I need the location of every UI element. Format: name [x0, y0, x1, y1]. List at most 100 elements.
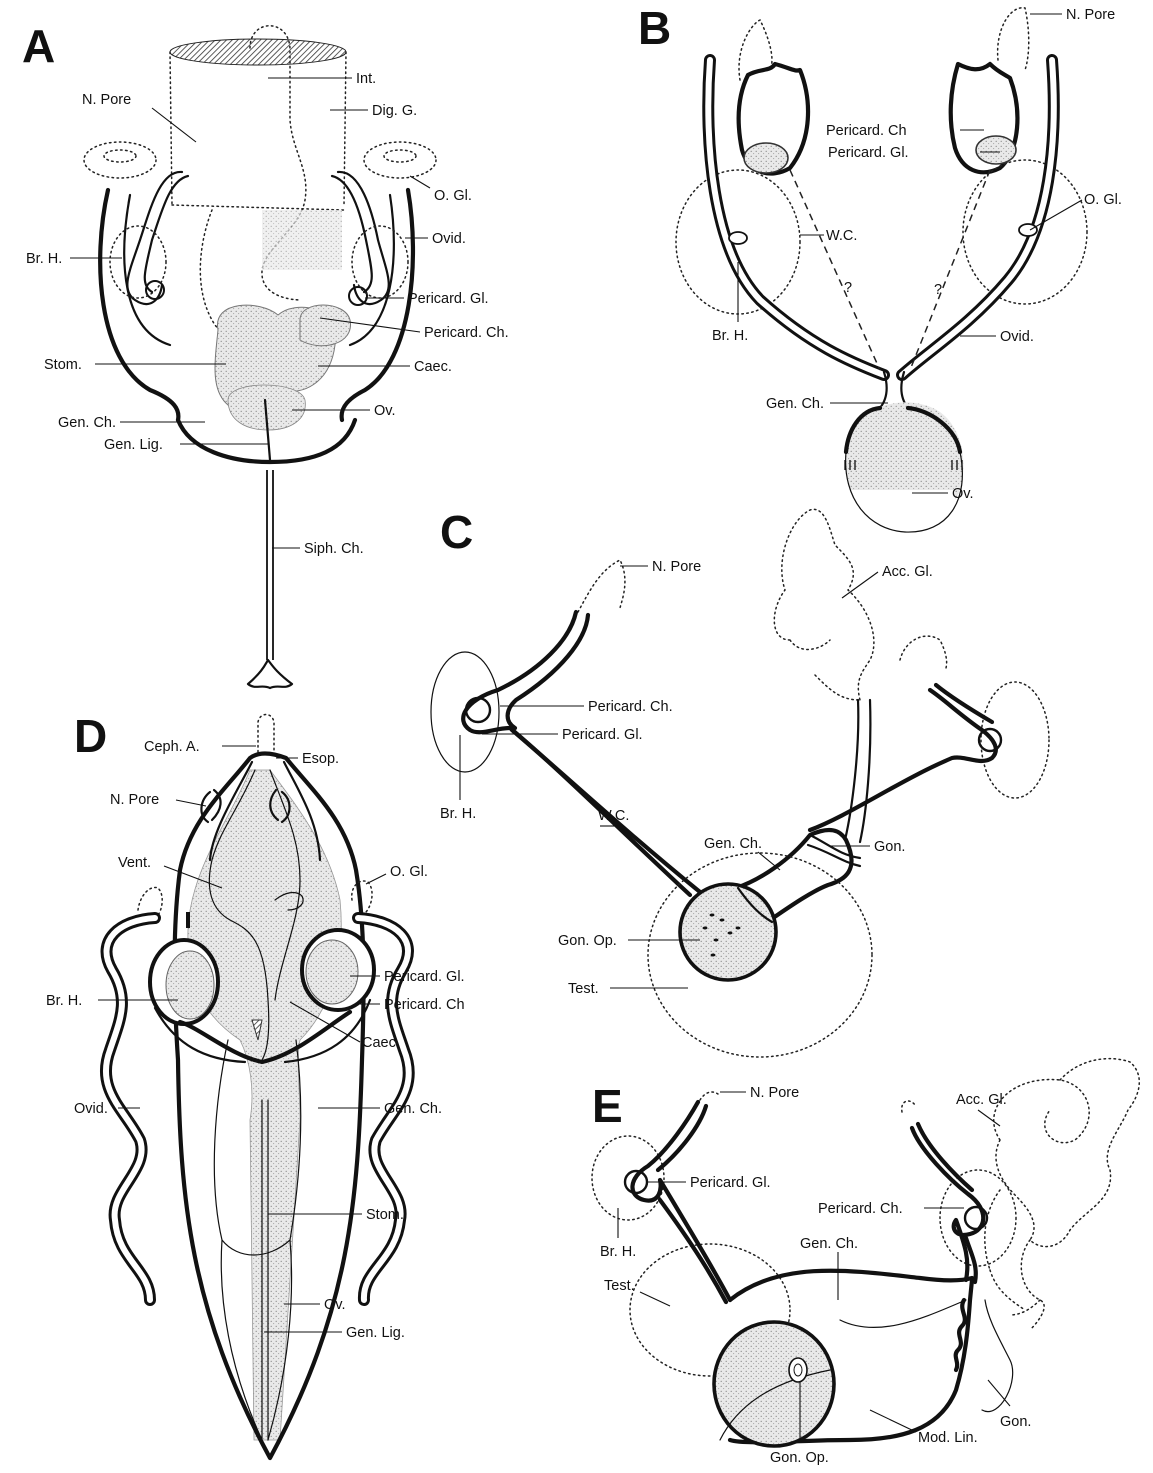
label-a-ovid: Ovid.: [432, 231, 466, 247]
br-h-e: [592, 1136, 664, 1220]
label-d-npore: N. Pore: [110, 792, 159, 808]
mod-lin-line-e: [840, 1300, 966, 1327]
acc-gl-c-2: [900, 636, 947, 668]
label-d-ceph: Ceph. A.: [144, 739, 200, 755]
panel-b-letter: B: [638, 2, 671, 54]
o-gl-left-b: [729, 232, 747, 244]
panel-d: D: [46, 710, 465, 1458]
wc-right-outer-c: [810, 690, 996, 830]
leader-e-gon: [988, 1380, 1010, 1406]
label-b-q1: ?: [844, 280, 852, 296]
label-e-brh: Br. H.: [600, 1244, 636, 1260]
label-a-digg: Dig. G.: [372, 103, 417, 119]
ovid-loop-left-inner: [145, 176, 188, 292]
wc-left-outer-c: [463, 612, 690, 895]
siph-ch-foot: [248, 660, 292, 688]
pericard-gl-left-d: [166, 951, 214, 1019]
br-h-e-right: [940, 1170, 1016, 1266]
label-d-brh: Br. H.: [46, 993, 82, 1009]
ovid-right-b: [902, 60, 1054, 375]
leader-e-accgl: [978, 1110, 1000, 1126]
label-c-brh: Br. H.: [440, 806, 476, 822]
siph-ch: [267, 470, 273, 660]
label-b-npore: N. Pore: [1066, 7, 1115, 23]
gon-op-e: [789, 1358, 807, 1382]
panel-c: C: [431, 506, 1049, 1057]
pericard-gl-left-c: [466, 698, 490, 722]
label-d-stom: Stom.: [366, 1207, 404, 1223]
label-c-genCh: Gen. Ch.: [704, 836, 762, 852]
ovid-loop-right: [338, 172, 389, 304]
wc-left-inner-c: [508, 615, 700, 892]
gonad-c: [680, 884, 776, 980]
label-b-ov: Ov.: [952, 486, 973, 502]
label-c-gonop: Gon. Op.: [558, 933, 617, 949]
label-b-ovid: Ovid.: [1000, 329, 1034, 345]
pericard-gl-right-b: [976, 136, 1016, 164]
label-c-pch: Pericard. Ch.: [588, 699, 673, 715]
panel-b: B: [638, 2, 1122, 532]
pericard-gl-right-d: [306, 940, 358, 1004]
label-a-brh: Br. H.: [26, 251, 62, 267]
label-a-caec: Caec.: [414, 359, 452, 375]
label-e-accgl: Acc. Gl.: [956, 1092, 1007, 1108]
panel-d-letter: D: [74, 710, 107, 762]
label-b-brh: Br. H.: [712, 328, 748, 344]
label-e-pch: Pericard. Ch.: [818, 1201, 903, 1217]
dig-gland-outline: [170, 52, 346, 210]
label-a-stom: Stom.: [44, 357, 82, 373]
leader-e-test: [640, 1292, 670, 1306]
pericard-ch-a: [300, 305, 350, 346]
br-h-left-a: [110, 226, 166, 298]
pericard-gl-left-b: [744, 143, 788, 173]
label-c-gon: Gon.: [874, 839, 905, 855]
label-e-test: Test.: [604, 1278, 635, 1294]
label-a-ov: Ov.: [374, 403, 395, 419]
label-d-caec: Caec.: [362, 1035, 400, 1051]
label-d-esop: Esop.: [302, 751, 339, 767]
leader-e-modlin: [870, 1410, 916, 1432]
label-e-pgl: Pericard. Gl.: [690, 1175, 771, 1191]
label-b-genCh: Gen. Ch.: [766, 396, 824, 412]
label-c-accgl: Acc. Gl.: [882, 564, 933, 580]
panel-e-letter: E: [592, 1080, 623, 1132]
o-gl-left-inner: [104, 150, 136, 162]
body-wall-right: [342, 190, 413, 420]
body-wall-left: [100, 190, 178, 420]
leader-d-ogl: [366, 874, 386, 884]
leader-c-accgl: [842, 572, 878, 598]
label-d-pch: Pericard. Ch: [384, 997, 465, 1013]
ovid-loop-left: [127, 172, 182, 304]
label-a-pch: Pericard. Ch.: [424, 325, 509, 341]
o-gl-right-inner: [384, 150, 416, 162]
o-gl-left-a: [84, 142, 156, 178]
label-c-npore: N. Pore: [652, 559, 701, 575]
label-d-ovid: Ovid.: [74, 1101, 108, 1117]
tube-left-e-outer: [632, 1102, 730, 1300]
label-a-pgl: Pericard. Gl.: [408, 291, 489, 307]
label-e-gon: Gon.: [1000, 1414, 1031, 1430]
dig-gland-top: [170, 39, 346, 65]
gland-shading: [262, 210, 342, 270]
label-e-genCh: Gen. Ch.: [800, 1236, 858, 1252]
n-pore-e-right: [902, 1101, 915, 1112]
gonad-e: [714, 1322, 834, 1446]
label-a-siph: Siph. Ch.: [304, 541, 364, 557]
label-a-genlig: Gen. Lig.: [104, 437, 163, 453]
panel-c-letter: C: [440, 506, 473, 558]
label-d-ov: Ov.: [324, 1297, 345, 1313]
label-c-pgl: Pericard. Gl.: [562, 727, 643, 743]
label-a-int: Int.: [356, 71, 376, 87]
label-e-npore: N. Pore: [750, 1085, 799, 1101]
panel-a-letter: A: [22, 20, 55, 72]
viscera-d: [188, 770, 341, 1440]
label-a-genCh: Gen. Ch.: [58, 415, 116, 431]
acc-gl-c: [774, 509, 874, 700]
label-d-ogl: O. Gl.: [390, 864, 428, 880]
label-b-wc: W.C.: [826, 228, 857, 244]
panel-a: A: [22, 20, 509, 688]
o-gl-right-b: [1019, 224, 1037, 236]
n-pore-c: [578, 560, 625, 612]
esop-d: [258, 715, 274, 753]
